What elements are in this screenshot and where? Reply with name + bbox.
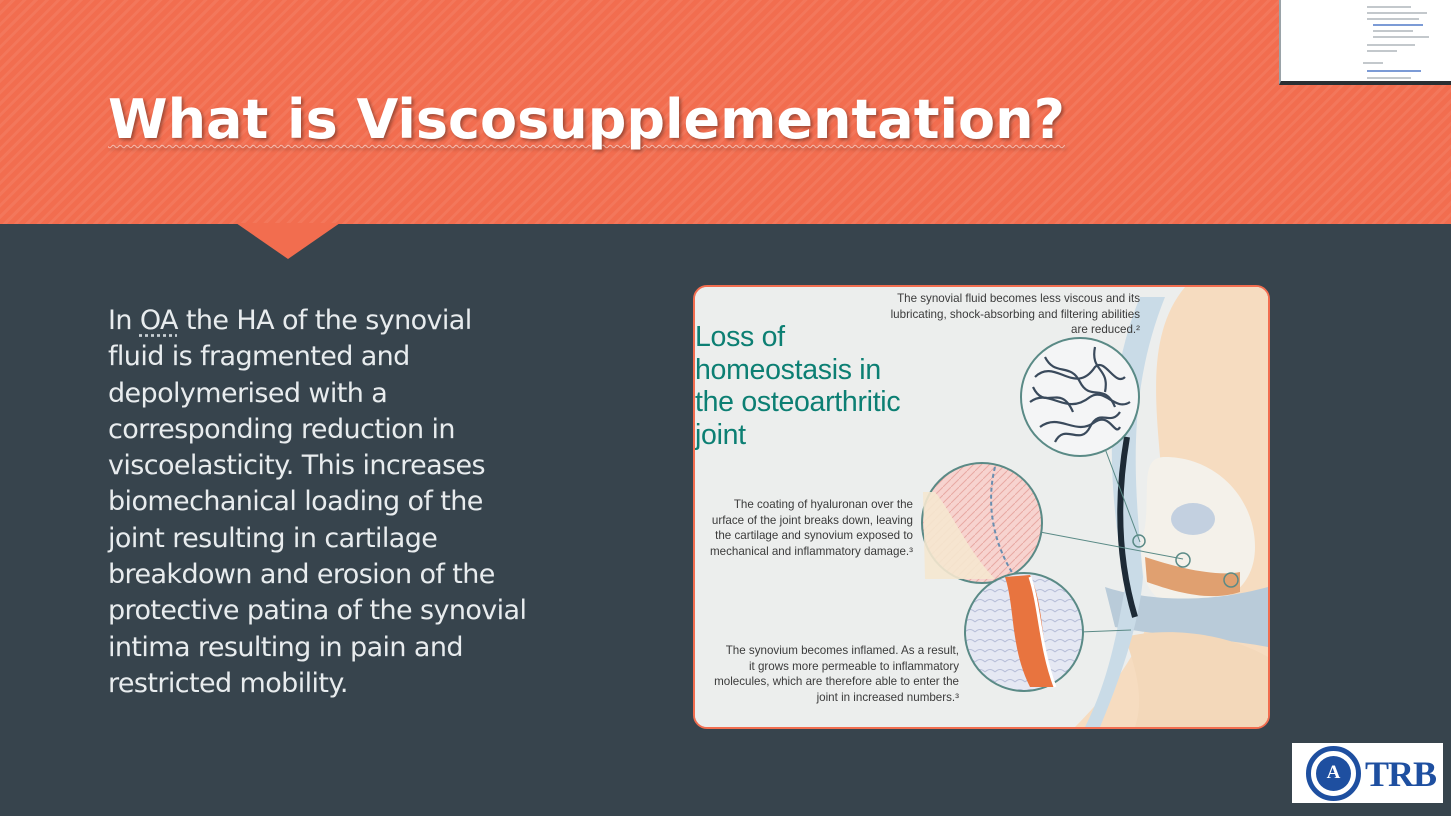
callout-marker-3 — [1223, 572, 1239, 588]
thumbnail-line — [1363, 62, 1383, 64]
figure-heading-line: joint — [695, 418, 746, 451]
inset-bone-layer — [923, 492, 995, 579]
body-line: joint resulting in cartilage — [108, 522, 438, 554]
body-line: viscoelasticity. This increases — [108, 450, 486, 482]
caption-line: it grows more permeable to inflammatory — [748, 659, 959, 673]
body-line-part: In — [108, 305, 140, 336]
caption-line: molecules, which are therefore able to e… — [714, 675, 959, 688]
trb-logo-mark: A — [1306, 746, 1361, 801]
caption-line: urface of the joint breaks down, leaving — [711, 513, 913, 527]
caption-line: The coating of hyaluronan over the — [733, 498, 913, 511]
fluid-polymer-chains — [1029, 346, 1131, 443]
thumbnail-line — [1367, 50, 1397, 52]
thumbnail-line — [1373, 30, 1413, 32]
callout-marker-2 — [1175, 552, 1191, 568]
thumbnail-line — [1367, 44, 1415, 46]
figure-caption-synovial-fluid: The synovial fluid becomes less viscous … — [845, 291, 1140, 338]
proofing-marked-word: OA — [139, 305, 179, 336]
figure-heading-line: homeostasis in — [695, 353, 881, 386]
degraded-cartilage — [1145, 557, 1240, 597]
caption-line: The synovial fluid becomes less viscous … — [897, 292, 1140, 305]
synovial-membrane — [1085, 297, 1165, 727]
trb-logo-mark-inner: A — [1316, 756, 1351, 791]
body-line-part: the HA of the synovial — [177, 305, 472, 336]
header-notch — [236, 223, 340, 259]
trb-logo-icon: A TRB — [1292, 743, 1443, 803]
body-line: depolymerised with a — [108, 377, 388, 409]
caption-line: The synovium becomes inflamed. As a resu… — [725, 644, 959, 657]
caption-line: mechanical and inflammatory damage.³ — [710, 544, 913, 558]
caption-line: the cartilage and synovium exposed to — [715, 529, 913, 542]
figure-heading: Loss of homeostasis in the osteoarthriti… — [695, 321, 955, 451]
body-text[interactable]: In OA the HA of the synovial fluid is fr… — [108, 303, 558, 702]
thumbnail-line — [1367, 77, 1411, 79]
body-line: fluid is fragmented and — [108, 341, 410, 373]
header-band — [0, 0, 1451, 224]
thumbnail-line — [1367, 12, 1427, 14]
body-line: corresponding reduction in — [108, 413, 456, 445]
inset-membrane-edge — [1028, 576, 1057, 688]
body-line: In OA the HA of the synovial — [108, 303, 558, 339]
thumbnail-line — [1367, 6, 1411, 8]
trb-logo-text: TRB — [1365, 754, 1437, 794]
caption-line: lubricating, shock-absorbing and filteri… — [890, 307, 1140, 321]
cartilage-lesion — [1171, 503, 1215, 535]
callout-line-3 — [1079, 629, 1132, 633]
slide-thumbnail-icon[interactable] — [1279, 0, 1451, 85]
figure-caption-synovium: The synovium becomes inflamed. As a resu… — [695, 643, 959, 705]
body-line: restricted mobility. — [108, 667, 349, 699]
joint-space — [1117, 436, 1138, 618]
slide-title[interactable]: What is Viscosupplementation? — [108, 88, 1208, 151]
body-line: protective patina of the synovial — [108, 595, 527, 627]
inset-coating-line — [990, 466, 1016, 578]
body-line: intima resulting in pain and — [108, 631, 464, 663]
thumbnail-line — [1367, 70, 1421, 72]
synovial-capsule-lower — [1105, 587, 1268, 647]
callout-marker-1 — [1132, 534, 1146, 548]
thumbnail-line — [1373, 36, 1429, 38]
caption-line: are reduced.² — [1071, 323, 1140, 336]
callout-line-2 — [1039, 531, 1184, 560]
joint-illustration — [695, 287, 1268, 727]
slide-title-text: What is Viscosupplementation? — [108, 88, 1065, 151]
thumbnail-line — [1367, 18, 1419, 20]
figure-heading-line: Loss of — [695, 321, 785, 353]
tibia-bone — [1125, 632, 1268, 727]
figure-caption-hyaluronan-coating: The coating of hyaluronan over the urfac… — [695, 497, 913, 559]
figure-heading-line: the osteoarthritic — [695, 386, 901, 418]
synovial-fluid-inset — [1020, 337, 1140, 457]
body-line: biomechanical loading of the — [108, 486, 483, 518]
body-line: breakdown and erosion of the — [108, 559, 495, 591]
thumbnail-line — [1373, 24, 1423, 26]
caption-line: joint in increased numbers.³ — [816, 690, 959, 704]
joint-illustration-figure[interactable]: Loss of homeostasis in the osteoarthriti… — [693, 285, 1270, 729]
inflamed-synovium — [1005, 575, 1055, 687]
trb-logo-glyph: A — [1326, 762, 1341, 783]
